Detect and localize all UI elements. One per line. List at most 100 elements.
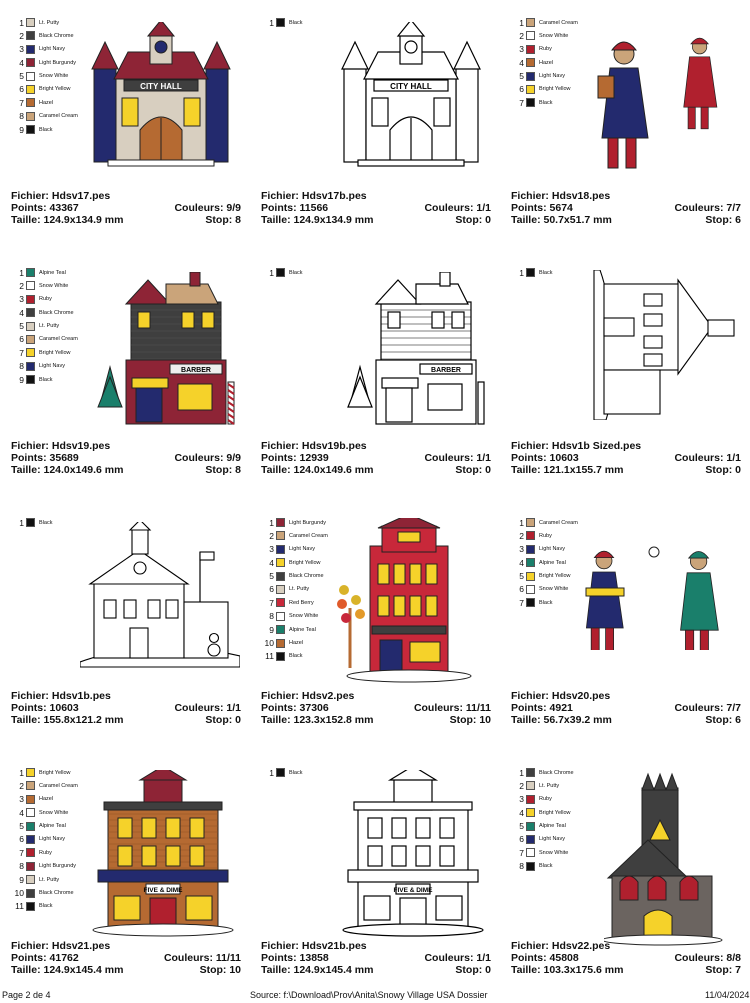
color-swatch — [526, 98, 535, 108]
field-value: 1/1 — [476, 452, 491, 464]
field-value: 8/8 — [726, 952, 741, 964]
field-label: Couleurs: — [674, 702, 724, 714]
color-name: Snow White — [39, 282, 69, 289]
field-value: 43367 — [49, 202, 79, 214]
file-name: Fichier: Hdsv19.pes — [11, 440, 110, 452]
field-value: 0 — [485, 214, 491, 226]
color-swatch — [26, 31, 35, 41]
color-swatch — [26, 848, 35, 858]
legend-number: 11 — [15, 901, 24, 912]
color-name: Bright Yellow — [539, 86, 571, 93]
field-value: 7/7 — [726, 702, 741, 714]
color-name: Caramel Cream — [39, 336, 78, 343]
color-name: Lt. Putty — [39, 19, 60, 26]
color-name: Light Navy — [39, 836, 65, 843]
color-swatch — [276, 768, 285, 777]
legend-number: 4 — [519, 57, 524, 68]
legend-number: 4 — [19, 807, 24, 818]
field-label: Taille: — [511, 214, 541, 226]
color-count: Couleurs: 11/11 — [164, 952, 241, 964]
color-swatch — [26, 18, 35, 27]
color-swatch — [526, 18, 535, 27]
stop-count: Stop: 0 — [205, 714, 241, 726]
field-value: 10603 — [549, 452, 579, 464]
stitch-points: Points: 10603 — [11, 702, 79, 714]
embroidery-preview: CITY HALL — [88, 19, 238, 175]
legend-number: 11 — [265, 651, 274, 662]
embroidery-preview: BARBER — [336, 271, 492, 435]
legend-number: 5 — [519, 821, 524, 832]
legend-number: 2 — [519, 530, 524, 541]
design-size: Taille: 124.9x145.4 mm — [261, 964, 373, 976]
field-label: Taille: — [511, 714, 541, 726]
file-name: Fichier: Hdsv1b.pes — [11, 690, 111, 702]
field-label: Couleurs: — [674, 452, 724, 464]
file-name: Fichier: Hdsv17b.pes — [261, 190, 367, 202]
color-swatch — [26, 375, 35, 385]
legend-number: 2 — [19, 280, 24, 291]
field-label: Couleurs: — [424, 952, 474, 964]
color-swatch — [26, 794, 35, 804]
legend-number: 6 — [19, 834, 24, 845]
legend-number: 8 — [19, 361, 24, 372]
stitch-points: Points: 37306 — [261, 702, 329, 714]
embroidery-artwork: FIVE & DIME — [92, 765, 234, 937]
field-label: Stop: — [455, 214, 483, 226]
color-name: Light Burgundy — [39, 863, 76, 870]
field-value: 8 — [235, 464, 241, 476]
legend-number: 9 — [269, 624, 274, 635]
color-name: Lt. Putty — [289, 586, 310, 593]
stitch-points: Points: 41762 — [11, 952, 79, 964]
field-label: Couleurs: — [413, 702, 463, 714]
field-label: Taille: — [261, 964, 291, 976]
field-label: Fichier: — [511, 190, 549, 202]
color-count: Couleurs: 1/1 — [424, 202, 491, 214]
color-swatch — [526, 558, 535, 568]
color-swatch — [26, 781, 35, 791]
legend-number: 4 — [519, 807, 524, 818]
embroidery-artwork — [585, 546, 719, 656]
field-value: 1/1 — [726, 452, 741, 464]
file-name: Fichier: Hdsv19b.pes — [261, 440, 367, 452]
field-label: Stop: — [205, 714, 233, 726]
color-name: Black — [289, 19, 303, 26]
legend-number: 1 — [19, 17, 24, 28]
embroidery-preview — [590, 269, 740, 425]
legend-number: 1 — [19, 767, 24, 778]
field-label: Points: — [261, 702, 297, 714]
field-value: 10 — [479, 714, 491, 726]
field-label: Stop: — [455, 464, 483, 476]
color-swatch — [26, 71, 35, 81]
design-size: Taille: 124.0x149.6 mm — [261, 464, 373, 476]
color-name: Bright Yellow — [539, 809, 571, 816]
field-value: 11/11 — [215, 952, 241, 964]
legend-number: 4 — [519, 557, 524, 568]
field-label: Taille: — [11, 964, 41, 976]
field-label: Fichier: — [511, 440, 549, 452]
color-name: Light Navy — [39, 46, 65, 53]
field-label: Points: — [11, 702, 47, 714]
svg-text:CITY HALL: CITY HALL — [390, 82, 432, 91]
stitch-points: Points: 45808 — [511, 952, 579, 964]
color-swatch — [526, 84, 535, 94]
color-swatch — [276, 518, 285, 527]
field-value: 56.7x39.2 mm — [543, 714, 612, 726]
color-name: Light Navy — [39, 363, 65, 370]
